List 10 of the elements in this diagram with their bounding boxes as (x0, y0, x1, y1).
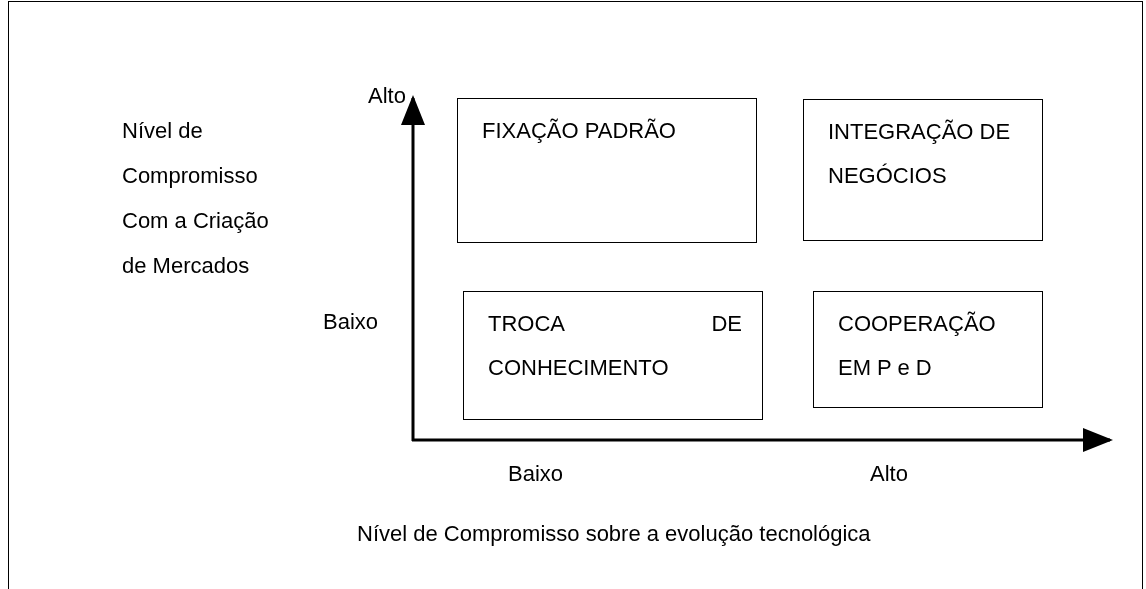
axis-label: Baixo (323, 308, 379, 336)
axis-title: Nível de Compromisso Com a Criação de Mercados (122, 117, 270, 280)
quadrant-box: TROCA DE CONHECIMENTO (463, 291, 763, 420)
axis-label: Nível de Compromisso sobre a evolução tecnológica (357, 520, 871, 548)
axis-label: Alto (368, 82, 406, 110)
axis-label: Baixo (508, 460, 564, 488)
quadrant-box: FIXAÇÃO PADRÃO (457, 98, 757, 243)
quadrant-box: INTEGRAÇÃO DE NEGÓCIOS (803, 99, 1043, 241)
axis-label: Alto (870, 460, 908, 488)
quadrant-box: COOPERAÇÃO EM P e D (813, 291, 1043, 408)
